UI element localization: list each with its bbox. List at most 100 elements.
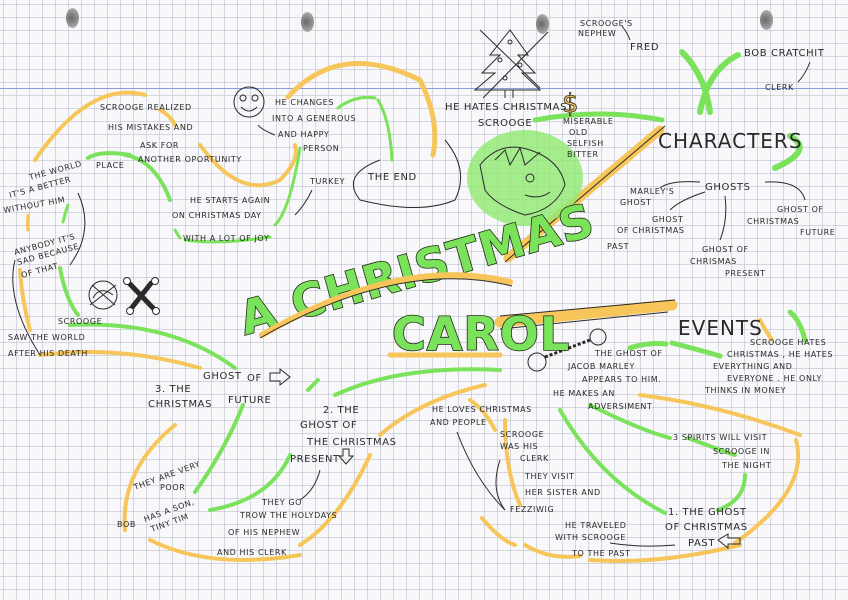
binder-hole (760, 10, 773, 30)
ghost-item: CHRISMAS (690, 257, 737, 266)
event-text: SCROOGE (500, 430, 544, 439)
the-end-section: THE END SCROOGE REALIZED HIS MISTAKES AN… (100, 98, 417, 243)
binder-hole (301, 12, 314, 32)
ghost-present-label: GHOST OF (300, 420, 357, 431)
ghost-past-label: 1. THE GHOST (668, 507, 747, 518)
event-text: HE MAKES AN (553, 389, 615, 398)
event-text: SCROOGE IN (713, 447, 770, 456)
ghost-item: CHRISTMAS (747, 217, 799, 226)
ghost-item: GHOST OF (702, 245, 749, 254)
event-text: ANOTHER OPORTUNITY (138, 155, 242, 164)
event-text: HER SISTER AND (525, 488, 601, 497)
ghost-future-label: 3. THE (155, 384, 191, 395)
bob-name: BOB CRATCHIT (744, 48, 825, 59)
event-text: AFTER HIS DEATH (8, 349, 88, 358)
arrow-right-icon (269, 367, 291, 387)
fred-name: FRED (630, 42, 659, 53)
characters-section: CHARACTERS HE HATES CHRISTMAS SCROOGE MI… (445, 19, 835, 278)
event-text: FEZZIWIG (510, 505, 554, 514)
branch-to-events (494, 299, 678, 328)
event-text: WAS HIS (500, 442, 538, 451)
event-text: HE CHANGES (275, 98, 334, 107)
the-end-label: THE END (367, 172, 417, 183)
event-text: ASK FOR (140, 141, 179, 150)
ghost-future-label: GHOST (203, 371, 242, 382)
fred-note: NEPHEW (578, 29, 616, 38)
event-text: OF HIS NEPHEW (228, 528, 300, 537)
trait: BITTER (567, 150, 599, 159)
event-text: HE TRAVELED (565, 521, 627, 530)
event-text: WITH A LOT OF JOY (183, 234, 269, 243)
event-text: WITH SCROOGE (555, 533, 626, 542)
event-text: HE LOVES CHRISTMAS (432, 405, 532, 414)
smiley-face-icon (233, 86, 265, 118)
scrooge-portrait (467, 130, 583, 226)
event-text: ON CHRISTMAS DAY (172, 211, 262, 220)
ghost-future-label: CHRISTMAS (148, 399, 212, 410)
ball-and-chain-icon (527, 328, 607, 372)
crossbones-icon (123, 277, 160, 315)
event-text: POOR (160, 483, 185, 492)
dollar-sign-icon: $ (562, 89, 579, 120)
event-text: THEY GO (261, 498, 302, 507)
scrooge-note: HE HATES CHRISTMAS (445, 102, 567, 113)
event-text: AND HIS CLERK (217, 548, 287, 557)
event-text: EVERYONE . HE ONLY (727, 374, 822, 383)
trait: OLD (569, 128, 588, 137)
ghost-item: GHOST (620, 198, 651, 207)
event-text: THINKS IN MONEY (704, 386, 786, 395)
event-text: TURKEY (309, 177, 345, 186)
event-text: 3 SPIRITS WILL VISIT (673, 433, 767, 442)
bob-note: CLERK (765, 83, 794, 92)
trait: SELFISH (567, 139, 604, 148)
event-text: EVERYTHING AND (713, 362, 793, 371)
binder-hole (536, 14, 549, 34)
skull-crossed-icon (88, 280, 118, 310)
event-text: AND HAPPY (278, 130, 329, 139)
event-text: ADVERSIMENT (588, 402, 652, 411)
main-title: A CHRISTMAS CAROL (232, 192, 601, 362)
event-text: SCROOGE (58, 317, 102, 326)
event-text: TROW THE HOLYDAYS (239, 511, 337, 520)
ghost-present-label: 2. THE (323, 405, 359, 416)
event-text: PERSON (303, 144, 339, 153)
ghost-item: PAST (607, 242, 629, 251)
ghost-past-label: PAST (688, 538, 715, 549)
binder-hole (66, 8, 79, 28)
event-text: CHRISTMAS , HE HATES (727, 350, 833, 359)
ghost-future-label: OF (247, 373, 262, 384)
event-text: TO THE PAST (571, 549, 631, 558)
event-text: APPEARS TO HIM. (582, 375, 661, 384)
branches (18, 49, 808, 563)
event-text: JACOB MARLEY (567, 362, 635, 371)
event-text: PLACE (96, 161, 124, 170)
ghost-item: PRESENT (725, 269, 766, 278)
event-text: AND PEOPLE (430, 418, 487, 427)
event-text: SCROOGE REALIZED (100, 103, 192, 112)
ghost-present-label: PRESENT (290, 454, 340, 465)
the-end-bubble (352, 139, 462, 208)
event-text: THEY VISIT (524, 472, 575, 481)
event-text: THE GHOST OF (594, 349, 663, 358)
ghost-item: MARLEY'S (630, 187, 674, 196)
characters-heading: CHARACTERS (658, 129, 803, 153)
trait: MISERABLE (563, 117, 614, 126)
event-text: HIS MISTAKES AND (108, 123, 193, 132)
ghost-item: GHOST (652, 215, 683, 224)
ghost-future-label: FUTURE (228, 395, 271, 406)
ghost-item: GHOST OF (777, 205, 824, 214)
scrooge-name: SCROOGE (478, 118, 532, 129)
ghost-past-label: OF CHRISTMAS (665, 522, 748, 533)
ghosts-heading: GHOSTS (705, 182, 751, 193)
arrow-down-icon (337, 448, 355, 465)
arrow-left-icon (717, 533, 741, 550)
event-text: BOB (117, 520, 136, 529)
event-text: THE NIGHT (721, 461, 771, 470)
svg-text:$: $ (562, 89, 579, 119)
fred-note: SCROOGE'S (580, 19, 633, 28)
event-text: SAW THE WORLD (8, 333, 85, 342)
event-text: INTO A GENEROUS (272, 114, 356, 123)
event-text: SCROOGE HATES (750, 338, 826, 347)
